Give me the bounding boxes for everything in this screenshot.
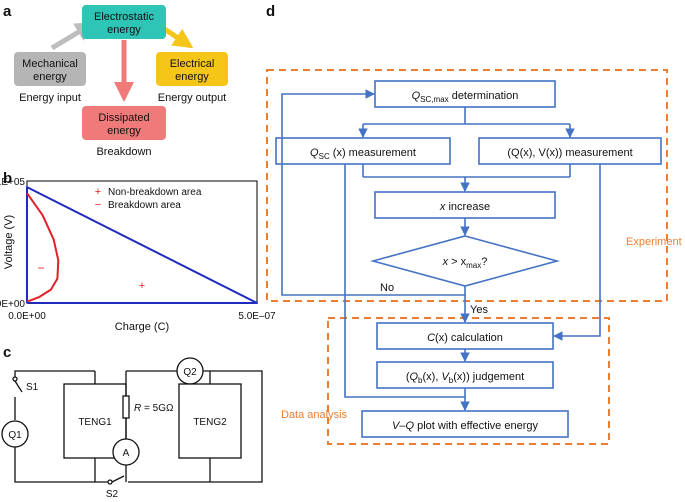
x-axis-label: Charge (C) bbox=[115, 321, 169, 333]
mechanical-label-2: energy bbox=[33, 71, 67, 83]
x-increase-text: x increase bbox=[439, 201, 490, 213]
electrostatic-energy-box bbox=[82, 5, 166, 39]
no-loop-arrow bbox=[281, 89, 466, 296]
panel-d: d Experiment Data analysis bbox=[266, 3, 682, 445]
y-axis-label: Voltage (V) bbox=[3, 215, 15, 269]
electrical-label-2: energy bbox=[175, 71, 209, 83]
teng1-label: TENG1 bbox=[78, 417, 112, 428]
panel-c: c S1 Q1 TENG1 Q2 bbox=[1, 344, 263, 500]
experiment-boundary bbox=[266, 69, 668, 302]
non-breakdown-marker: + bbox=[139, 280, 145, 292]
series-breakdown-curve bbox=[26, 192, 60, 303]
vq-plot-text: V–Q plot with effective energy bbox=[392, 420, 538, 432]
x-tick-left: 0.0E+00 bbox=[8, 311, 46, 322]
chart-series bbox=[26, 186, 258, 304]
qv-measurement-text: (Q(x), V(x)) measurement bbox=[507, 147, 632, 159]
experiment-label: Experiment bbox=[626, 236, 682, 248]
electrical-label-1: Electrical bbox=[170, 58, 215, 70]
panel-a-label: a bbox=[3, 3, 12, 20]
y-tick-bottom: 0E+00 bbox=[0, 299, 25, 310]
mechanical-energy-box bbox=[14, 52, 86, 86]
yes-label: Yes bbox=[470, 304, 488, 316]
energy-input-label: Energy input bbox=[19, 92, 81, 104]
breakdown-marker: − bbox=[37, 261, 44, 275]
panel-a: a Electrostatic energy Mechanical energy… bbox=[3, 3, 228, 158]
electrostatic-label-2: energy bbox=[107, 24, 141, 36]
y-tick-top: 1E+05 bbox=[0, 177, 25, 188]
wire-right-loop bbox=[210, 370, 263, 483]
wire-top-q2-right bbox=[203, 370, 211, 384]
series-boundary-line bbox=[26, 186, 258, 304]
ammeter-label: A bbox=[123, 448, 130, 459]
legend-minus-label: Breakdown area bbox=[108, 200, 181, 211]
cx-calculation-text: C(x) calculation bbox=[427, 332, 503, 344]
decision-text: x > xmax? bbox=[442, 256, 488, 270]
breakdown-label: Breakdown bbox=[96, 146, 151, 158]
data-analysis-label: Data analysis bbox=[281, 409, 348, 421]
switch-s1-pivot bbox=[12, 376, 18, 382]
switch-s2-pivot bbox=[107, 479, 113, 485]
x-tick-right: 5.0E–07 bbox=[238, 311, 276, 322]
qsc-max-determination-text: QSC,max determination bbox=[412, 90, 519, 104]
dissipated-label-1: Dissipated bbox=[98, 112, 149, 124]
electrical-energy-box bbox=[156, 52, 228, 86]
qv-to-cx-arrow bbox=[553, 164, 601, 341]
s2-label: S2 bbox=[106, 489, 119, 500]
legend-minus-symbol: − bbox=[95, 199, 101, 211]
qb-vb-judgement-text: (Qb(x), Vb(x)) judgement bbox=[406, 371, 524, 385]
switch-s1 bbox=[14, 380, 23, 393]
wire-bottom-left bbox=[14, 447, 108, 483]
panel-c-label: c bbox=[3, 344, 11, 361]
qsc-measurement-text: QSC (x) measurement bbox=[310, 147, 416, 161]
vq-plot-box bbox=[361, 410, 569, 438]
panel-d-label: d bbox=[266, 3, 275, 20]
no-label: No bbox=[380, 282, 394, 294]
resistor bbox=[122, 395, 130, 419]
wire-top-left bbox=[14, 370, 95, 377]
legend-plus-symbol: + bbox=[95, 186, 101, 198]
dissipated-energy-box bbox=[82, 106, 166, 140]
energy-output-label: Energy output bbox=[158, 92, 227, 104]
legend-plus-label: Non-breakdown area bbox=[108, 187, 202, 198]
resistor-label: R = 5GΩ bbox=[134, 403, 174, 414]
panel-b-label: b bbox=[3, 170, 12, 187]
teng2-label: TENG2 bbox=[193, 417, 227, 428]
q1-label: Q1 bbox=[8, 430, 22, 441]
dissipated-label-2: energy bbox=[107, 125, 141, 137]
mechanical-label-1: Mechanical bbox=[22, 58, 78, 70]
s1-label: S1 bbox=[26, 382, 39, 393]
qsc-to-plot-line bbox=[344, 164, 465, 398]
switch-s2 bbox=[111, 475, 125, 483]
q2-label: Q2 bbox=[183, 367, 197, 378]
data-analysis-boundary bbox=[327, 317, 610, 445]
panel-b: b 1E+05 0E+00 0.0E+00 5.0E–07 Charge (C)… bbox=[0, 170, 276, 333]
electrostatic-label-1: Electrostatic bbox=[94, 11, 154, 23]
